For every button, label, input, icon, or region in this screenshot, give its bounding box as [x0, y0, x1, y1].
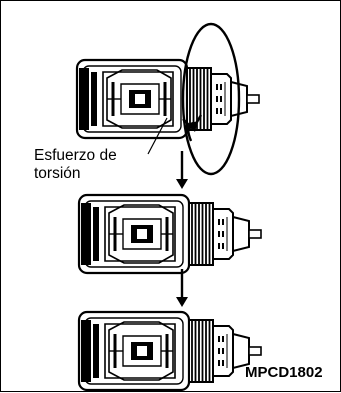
label-leader-line — [147, 117, 168, 155]
model-code: MPCD1802 — [245, 364, 323, 381]
drill-icon — [77, 193, 263, 275]
drill-icon — [75, 58, 261, 140]
torque-label-line1: Esfuerzo de — [34, 147, 117, 164]
down-arrow-icon — [176, 151, 188, 189]
rotation-arrow-icon — [181, 22, 241, 176]
down-arrow-icon — [176, 269, 188, 307]
torque-label: Esfuerzo de torsión — [34, 147, 117, 183]
drill-icon — [77, 310, 263, 392]
torque-label-line2: torsión — [34, 165, 81, 182]
